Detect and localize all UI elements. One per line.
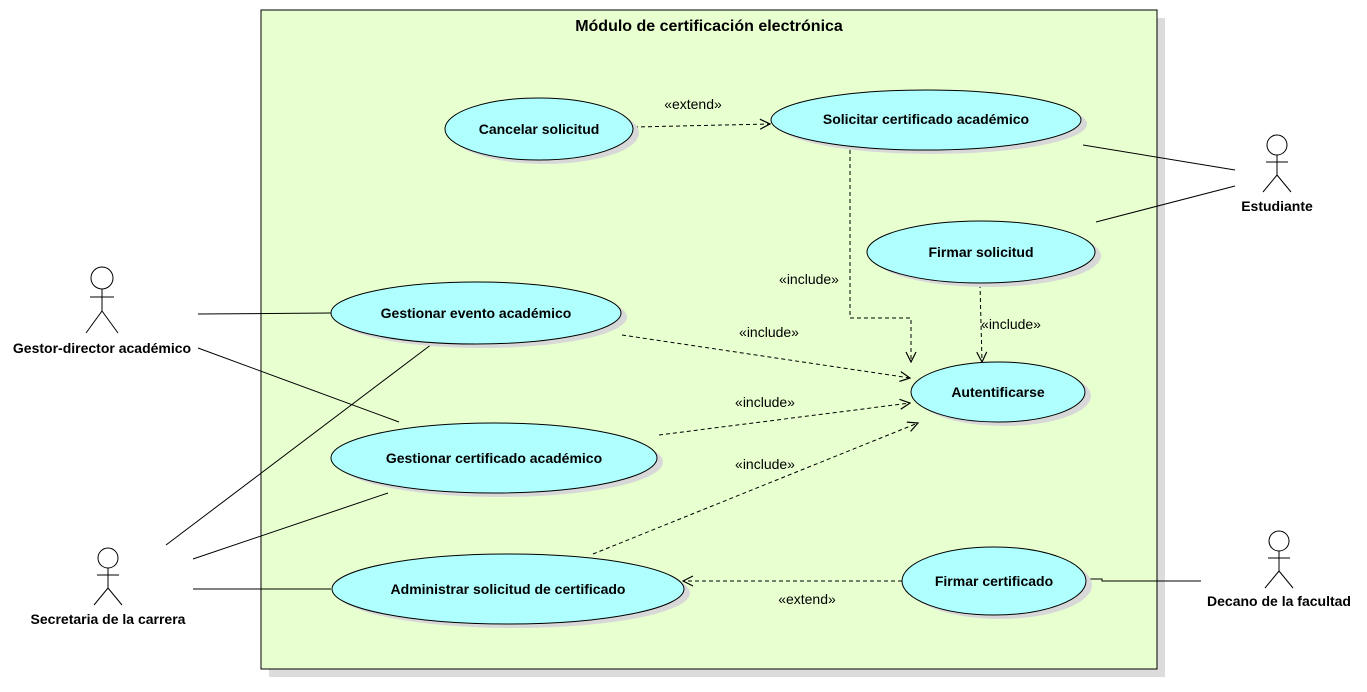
extend-cancelar-arrow (633, 124, 770, 127)
actor-head-icon (1268, 530, 1290, 552)
actor-label: Secretaria de la carrera (31, 611, 186, 627)
actor-head-icon (90, 266, 114, 290)
extend-label-cancelar: «extend» (664, 96, 722, 112)
actor-head-icon (97, 547, 119, 569)
assoc-secretaria-certificado (192, 492, 389, 560)
use-case-firmar-certificado[interactable]: Firmar certificado (901, 546, 1092, 619)
include-label-solicitar: «include» (779, 271, 839, 287)
actor-head-icon (1266, 134, 1288, 156)
use-case-administrar-solicitud[interactable]: Administrar solicitud de certificado (331, 553, 690, 628)
use-case-label: Firmar certificado (935, 573, 1053, 589)
extend-label-firmar-certificado: «extend» (778, 591, 836, 607)
use-case-label: Gestionar certificado académico (386, 450, 602, 466)
use-case-gestionar-evento[interactable]: Gestionar evento académico (330, 281, 627, 348)
include-administrar-arrow (592, 423, 918, 555)
use-case-label: Administrar solicitud de certificado (391, 581, 626, 597)
include-label-certificado: «include» (735, 394, 795, 410)
use-case-label: Firmar solicitud (928, 244, 1033, 260)
actor-label: Estudiante (1241, 198, 1313, 214)
assoc-estudiante-solicitar (1082, 144, 1236, 171)
assoc-decano-firmar-certificado (1087, 578, 1201, 582)
system-title: Módulo de certificación electrónica (575, 18, 843, 35)
use-case-label: Solicitar certificado académico (823, 111, 1029, 127)
use-case-label: Autentificarse (951, 384, 1045, 400)
relation-labels: «extend» «include» «include» «include» «… (664, 96, 1041, 607)
use-case-autentificarse[interactable]: Autentificarse (910, 361, 1091, 426)
use-case-solicitar-certificado[interactable]: Solicitar certificado académico (770, 89, 1087, 154)
actor-estudiante[interactable]: Estudiante (1241, 134, 1313, 214)
actor-secretaria[interactable]: Secretaria de la carrera (31, 547, 186, 627)
use-case-label: Cancelar solicitud (479, 121, 600, 137)
dependencies (592, 124, 982, 581)
use-case-gestionar-certificado[interactable]: Gestionar certificado académico (330, 422, 663, 497)
include-label-firmar-solicitud: «include» (981, 316, 1041, 332)
actor-label: Decano de la facultad (1207, 593, 1351, 609)
assoc-secretaria-evento (165, 343, 433, 546)
include-solicitar-arrow (849, 150, 911, 362)
assoc-gestor-certificado (197, 347, 400, 423)
include-firmar-solicitud-arrow (980, 283, 982, 362)
actor-gestor-director[interactable]: Gestor-director académico (13, 266, 191, 356)
associations (165, 144, 1236, 590)
actor-label: Gestor-director académico (13, 340, 191, 356)
use-case-firmar-solicitud[interactable]: Firmar solicitud (866, 220, 1101, 287)
include-label-evento: «include» (739, 324, 799, 340)
actor-decano[interactable]: Decano de la facultad (1207, 530, 1351, 609)
use-case-cancelar-solicitud[interactable]: Cancelar solicitud (444, 97, 639, 164)
assoc-gestor-evento (197, 312, 332, 315)
include-certificado-arrow (658, 403, 910, 436)
include-label-administrar: «include» (735, 456, 795, 472)
use-case-label: Gestionar evento académico (381, 305, 572, 321)
assoc-estudiante-firmar-solicitud (1095, 185, 1236, 223)
